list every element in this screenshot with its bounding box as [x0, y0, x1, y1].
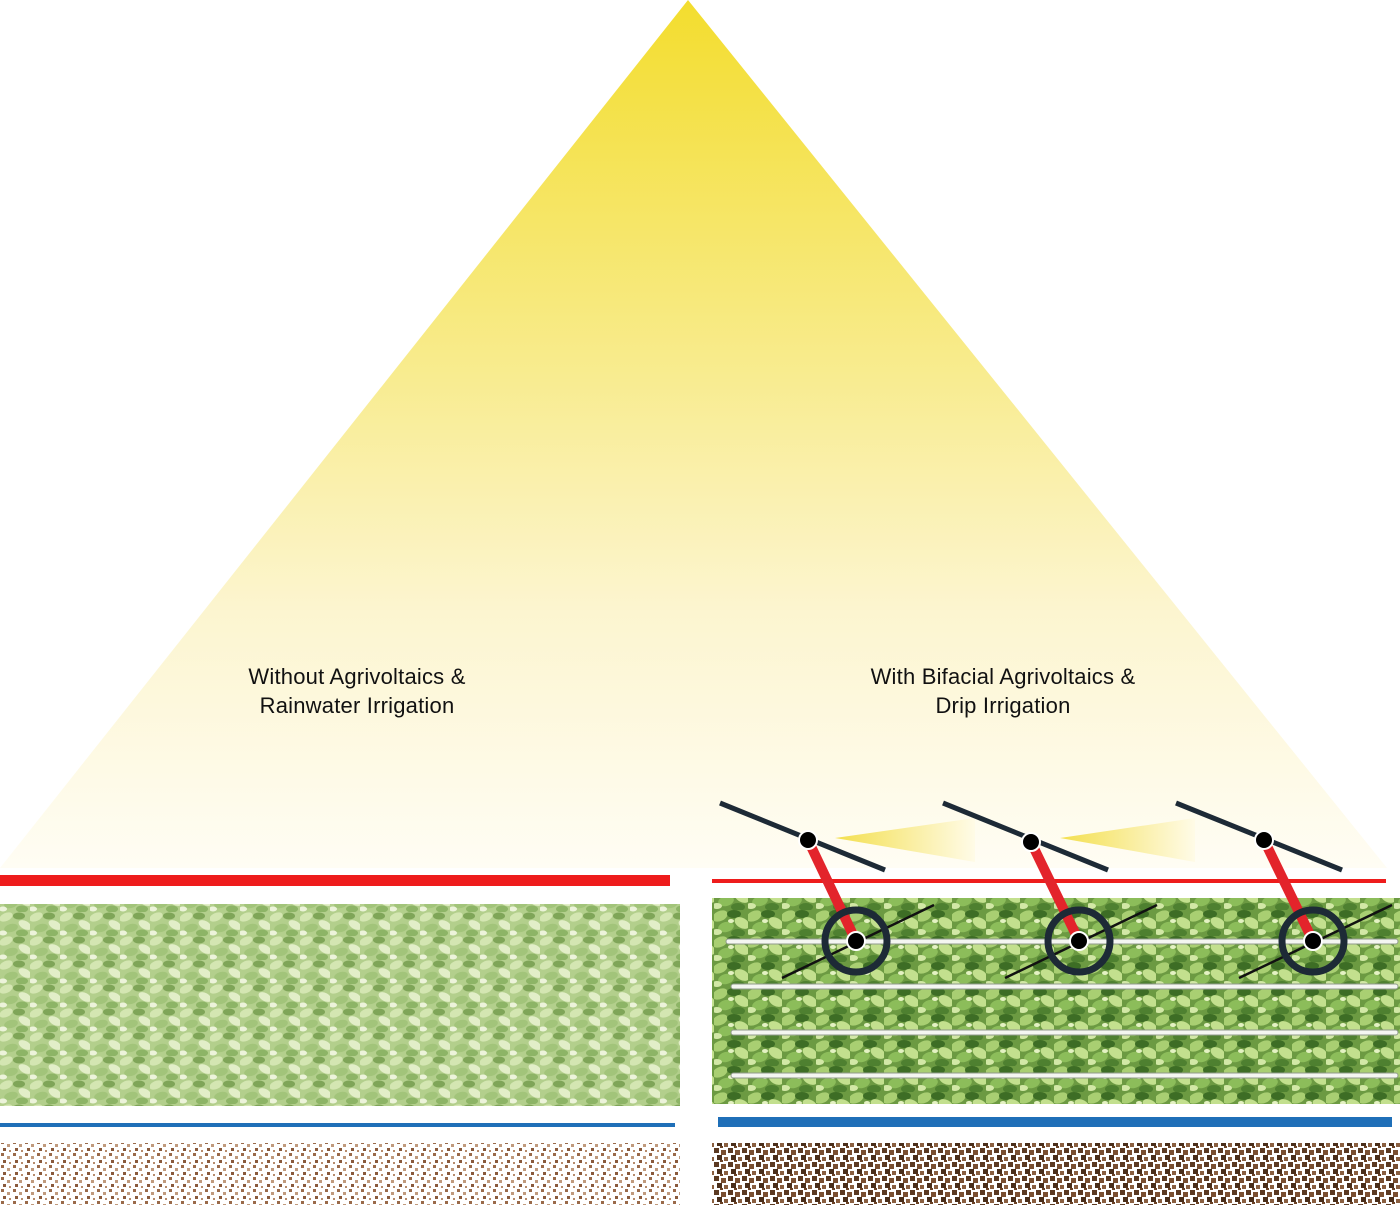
bifacial-light-beam-2 [1060, 818, 1195, 862]
sunlight-triangle [0, 0, 1387, 868]
drip-line [730, 1072, 1399, 1079]
drip-line [730, 983, 1399, 990]
drip-line [725, 938, 1399, 945]
scenario-label-without: Without Agrivoltaics & Rainwater Irrigat… [147, 662, 567, 720]
scenario-title-line-2: Rainwater Irrigation [259, 693, 455, 718]
water-line-left [0, 1123, 675, 1127]
pivot-joint [1254, 830, 1274, 850]
mount-arm [1259, 837, 1318, 944]
crop-field-left [0, 904, 680, 1106]
panel-without-agrivoltaics [0, 875, 680, 1205]
tracker-wheel [1278, 906, 1348, 976]
tracker-hub [1303, 931, 1323, 951]
pivot-joint [1021, 832, 1041, 852]
mount-arm [1026, 839, 1084, 944]
pivot-joint [798, 830, 818, 850]
water-line-right [718, 1117, 1392, 1127]
light-exposure-line-left [0, 875, 670, 886]
panel-with-agrivoltaics [712, 800, 1400, 1205]
solar-tracker-3 [1175, 800, 1393, 980]
scenario-title-line-1: With Bifacial Agrivoltaics & [870, 664, 1136, 689]
tracker-hub [1069, 931, 1089, 951]
tracker-wheel [1044, 906, 1114, 976]
solar-tracker-2 [942, 800, 1158, 980]
soil-right [712, 1143, 1400, 1205]
tracker-hub [846, 931, 866, 951]
scenario-label-with: With Bifacial Agrivoltaics & Drip Irriga… [793, 662, 1213, 720]
drip-line [730, 1029, 1399, 1036]
bifacial-light-beam-1 [835, 818, 975, 862]
solar-tracker-1 [719, 800, 935, 980]
scenario-title-line-2: Drip Irrigation [935, 693, 1071, 718]
mount-arm [803, 837, 861, 944]
drip-irrigation-lines [725, 938, 1399, 1079]
tracker-wheel [821, 906, 891, 976]
scenario-title-line-1: Without Agrivoltaics & [248, 664, 466, 689]
soil-left [0, 1143, 680, 1205]
